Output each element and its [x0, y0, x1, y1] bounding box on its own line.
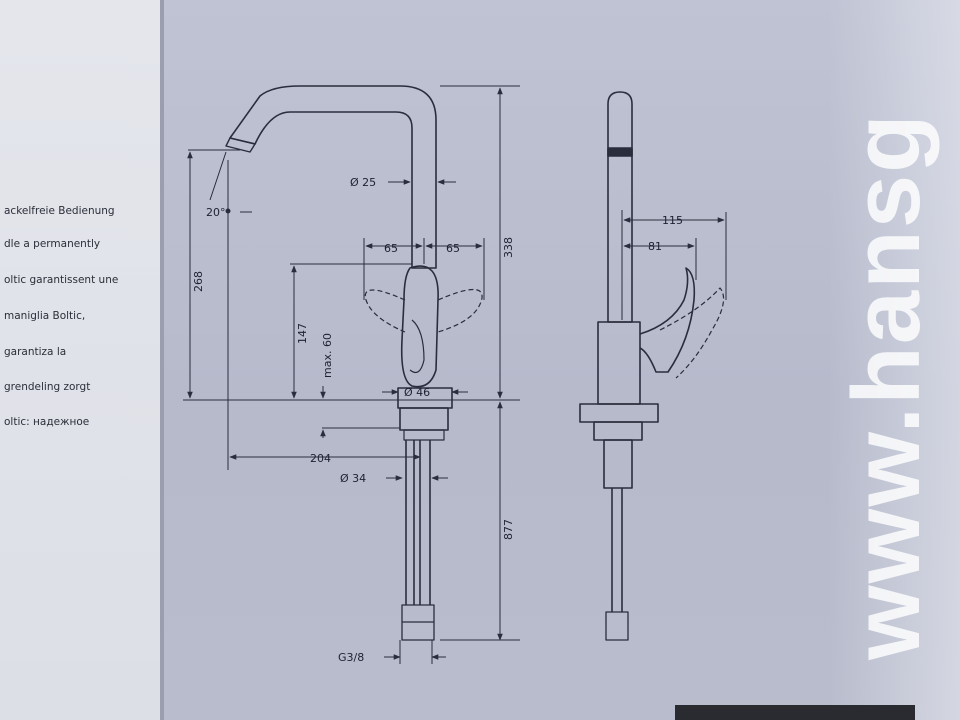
dim-base-diameter: Ø 46 [404, 386, 430, 399]
spout-aerator [225, 137, 256, 153]
box-edge-shadow [675, 705, 915, 720]
spout-outline [229, 85, 437, 269]
side-body [597, 321, 641, 405]
description-line-de: ackelfreie Bedienung [4, 205, 115, 217]
side-hose [611, 488, 623, 612]
dim-side-reach-inner: 81 [648, 240, 662, 253]
side-collar [593, 421, 643, 441]
dimension-labels: 20° Ø 25 65 65 338 268 147 max. 60 Ø 46 … [192, 176, 515, 664]
side-dimension-labels: 115 81 [648, 214, 683, 253]
description-line-ru: oltic: надежное [4, 416, 90, 428]
base-collar [399, 407, 449, 431]
dim-max-thickness: max. 60 [321, 333, 334, 378]
description-line-it: maniglia Boltic, [4, 310, 86, 322]
lever-body [400, 265, 439, 388]
dimension-lines [183, 85, 520, 664]
side-base-plate [579, 403, 659, 423]
dim-spout-diameter: Ø 25 [350, 176, 376, 189]
dim-supply-length: 877 [502, 519, 515, 540]
dim-lever-height: 147 [296, 323, 309, 344]
dim-total-height: 338 [502, 237, 515, 258]
description-line-fr: oltic garantissent une [4, 274, 119, 286]
dim-angle: 20° [206, 206, 226, 219]
supply-hose-left [405, 440, 415, 605]
dim-right-swing: 65 [446, 242, 460, 255]
side-lever [639, 267, 696, 373]
side-view [579, 91, 725, 641]
description-line-en: dle a permanently [4, 238, 101, 250]
dim-reach: 204 [310, 452, 331, 465]
dim-side-reach-outer: 115 [662, 214, 683, 227]
lever-swing-right [437, 288, 483, 333]
description-line-es: garantiza la [4, 346, 67, 358]
lever-inner [409, 319, 425, 373]
side-dimension-lines [621, 210, 727, 320]
dim-spout-height: 268 [192, 271, 205, 292]
description-line-nl: grendeling zorgt [4, 381, 91, 393]
base-plate [397, 387, 453, 409]
watermark-strip [828, 0, 960, 720]
description-list: ackelfreie Bedienung dle a permanently o… [0, 0, 162, 720]
dim-connection: G3/8 [338, 651, 364, 664]
side-lever-swing [659, 287, 725, 379]
supply-hose-right [419, 440, 431, 605]
dim-hole-diameter: Ø 34 [340, 472, 366, 485]
hose-fittings [401, 604, 435, 641]
side-shank [603, 439, 633, 489]
side-spout [607, 91, 633, 323]
panel-divider [160, 0, 164, 720]
base-thread [403, 429, 445, 441]
front-view [225, 85, 483, 641]
lever-swing-left [364, 289, 406, 333]
left-description-panel [0, 0, 162, 720]
side-aerator [607, 147, 633, 157]
side-fitting [605, 611, 629, 641]
dim-left-swing: 65 [384, 242, 398, 255]
